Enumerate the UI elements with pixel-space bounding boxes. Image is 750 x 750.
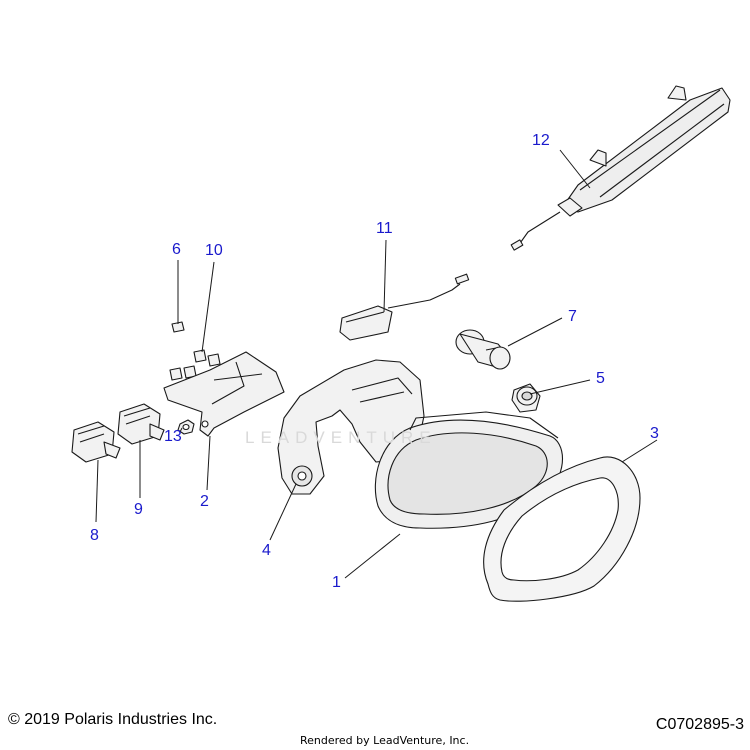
part-6-screw [171,321,185,333]
callout-4: 4 [262,542,271,559]
part-13-nut [177,419,195,435]
copyright-text: © 2019 Polaris Industries Inc. [8,711,218,728]
callout-5: 5 [596,370,605,387]
callout-13: 13 [164,428,182,445]
part-9-switch [117,403,165,445]
callout-11: 11 [376,220,393,237]
callout-1: 1 [332,574,341,591]
part-10-screws [169,349,221,381]
callout-9: 9 [134,501,143,518]
part-2-bracket [163,351,285,437]
callout-10: 10 [205,242,223,259]
callout-3: 3 [650,425,659,442]
part-3-bezel [483,456,641,602]
callout-7: 7 [568,308,577,325]
part-11-sensor [339,273,470,341]
leader-lines [95,149,658,579]
part-8-switch [71,421,121,463]
rendered-by-text: Rendered by LeadVenture, Inc. [300,734,470,747]
part-12-light-bar [510,85,731,251]
callout-6: 6 [172,241,181,258]
callout-2: 2 [200,493,209,510]
callout-12: 12 [532,132,550,149]
part-7-switch [455,329,511,370]
part-5-socket [511,383,541,413]
diagram-code: C0702895-3 [655,716,744,733]
watermark: LEADVENTURE [245,428,437,447]
callout-8: 8 [90,527,99,544]
